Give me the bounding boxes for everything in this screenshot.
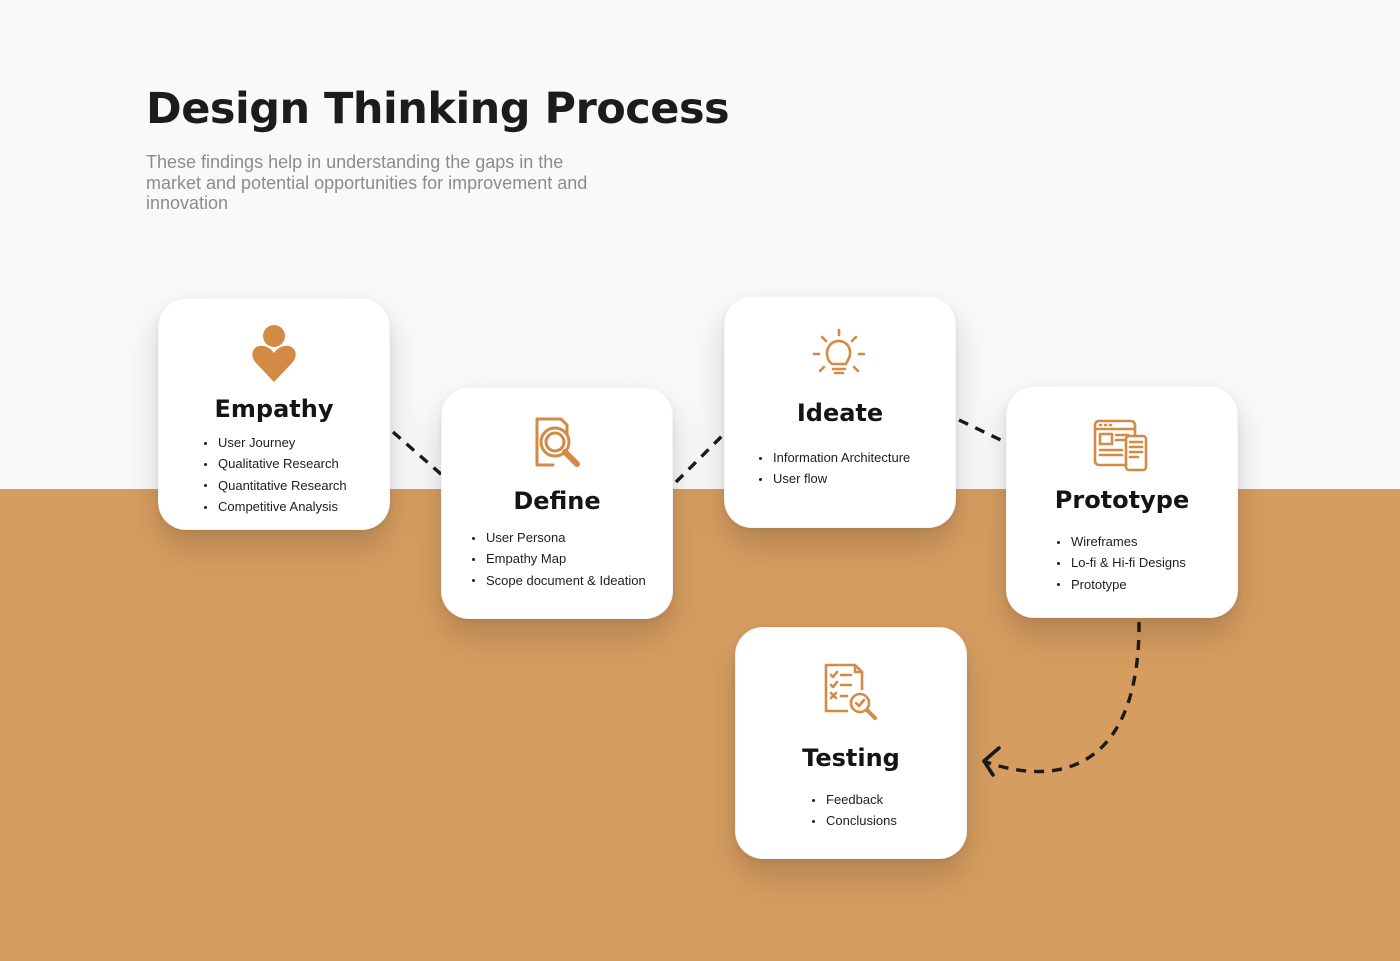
stage-card-empathy: Empathy User Journey Qualitative Researc… — [158, 298, 390, 530]
list-item: Prototype — [1057, 574, 1186, 595]
stage-card-ideate: Ideate Information Architecture User flo… — [724, 296, 956, 528]
stage-items-list: User Journey Qualitative Research Quanti… — [204, 432, 347, 518]
list-item: Scope document & Ideation — [472, 570, 646, 591]
stage-title: Empathy — [214, 395, 334, 423]
list-item: Lo-fi & Hi-fi Designs — [1057, 552, 1186, 573]
stage-items-list: Feedback Conclusions — [812, 789, 897, 832]
connector-prototype-testing — [985, 621, 1141, 774]
list-item: Conclusions — [812, 810, 897, 831]
document-magnifier-icon — [535, 417, 580, 467]
list-item: Qualitative Research — [204, 453, 347, 474]
stage-items-list: User Persona Empathy Map Scope document … — [472, 527, 646, 591]
list-item: Competitive Analysis — [204, 496, 347, 517]
lightbulb-icon — [812, 328, 866, 375]
page-title: Design Thinking Process — [146, 84, 730, 134]
stage-title: Testing — [802, 744, 900, 772]
page-subtitle: These findings help in understanding the… — [146, 152, 588, 213]
stage-card-define: Define User Persona Empathy Map Scope do… — [441, 387, 673, 619]
list-item: User Journey — [204, 432, 347, 453]
connector-define-ideate — [674, 432, 726, 484]
stage-card-prototype: Prototype Wireframes Lo-fi & Hi-fi Desig… — [1006, 386, 1238, 618]
stage-items-list: Information Architecture User flow — [759, 447, 910, 490]
list-item: User flow — [759, 468, 910, 489]
list-item: Information Architecture — [759, 447, 910, 468]
list-item: Wireframes — [1057, 531, 1186, 552]
list-item: Empathy Map — [472, 548, 646, 569]
stage-title: Define — [513, 487, 601, 515]
stage-title: Ideate — [796, 399, 884, 427]
list-item: User Persona — [472, 527, 646, 548]
heart-person-icon — [252, 325, 296, 382]
list-item: Quantitative Research — [204, 475, 347, 496]
stage-items-list: Wireframes Lo-fi & Hi-fi Designs Prototy… — [1057, 531, 1186, 595]
list-item: Feedback — [812, 789, 897, 810]
connector-ideate-prototype — [958, 418, 1006, 444]
stage-title: Prototype — [1054, 486, 1190, 514]
arrowhead — [982, 746, 1001, 777]
wireframe-devices-icon — [1093, 419, 1148, 472]
connector-empathy-define — [391, 430, 444, 477]
stage-card-testing: Testing Feedback Conclusions — [735, 627, 967, 859]
checklist-search-icon — [824, 663, 877, 720]
